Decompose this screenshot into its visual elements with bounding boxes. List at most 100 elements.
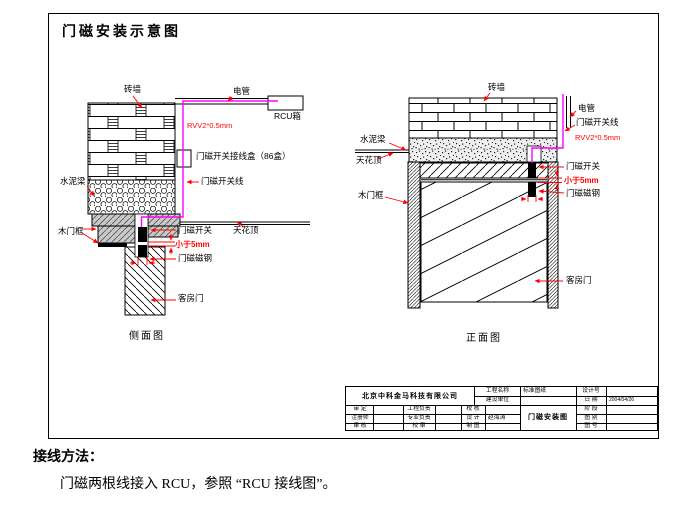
titleblock-stage-label: 阶 段: [584, 405, 598, 412]
notes-body: 门磁两根线接入 RCU，参照 “RCU 接线图”。: [60, 477, 337, 492]
side-concrete-beam: [87, 179, 176, 215]
titleblock-row-label: 工程负责: [407, 405, 431, 412]
front-magnet-block: [528, 182, 536, 197]
label-front-room-door: 客房门: [566, 275, 592, 285]
titleblock-grid-line: [373, 405, 374, 430]
front-wire-notch: [526, 145, 542, 163]
label-front-brick-wall: 砖墙: [488, 82, 506, 92]
title-block: 北京中科金马科技有限公司 工程名称 标准图纸 建设单位 设计号 日 期 2004…: [345, 386, 659, 431]
sheet-border: [48, 13, 659, 439]
label-side-conduit: 电管: [233, 86, 251, 96]
label-front-magnet: 门磁磁钢: [566, 188, 601, 198]
label-front-switch-wire: 门磁开关线: [576, 117, 619, 127]
titleblock-row-value: [436, 405, 460, 414]
titleblock-grid-line: [576, 423, 657, 424]
label-side-brick-wall: 砖墙: [124, 84, 142, 94]
label-side-ceiling: 天花顶: [233, 225, 259, 235]
titleblock-grid-line: [346, 414, 520, 415]
titleblock-client: [521, 396, 575, 405]
front-magnet-wire: [531, 94, 564, 163]
titleblock-row-value: [436, 414, 460, 423]
side-seal-strip: [98, 243, 127, 247]
titleblock-row-value: [436, 423, 460, 430]
titleblock-project-name: 标准图纸: [523, 387, 547, 394]
front-room-door: [420, 181, 548, 303]
titleblock-row-label: 设 计: [466, 414, 480, 421]
titleblock-grid-line: [606, 387, 607, 430]
titleblock-row-value: 赵海涛: [488, 414, 506, 421]
label-front-ceiling: 天花顶: [356, 155, 382, 165]
front-view-caption: 正面图: [466, 333, 502, 344]
titleblock-drawing-title: 门磁安装图: [528, 414, 568, 421]
label-side-junction-box: 门磁开关接线盒（86盒）: [196, 151, 291, 161]
titleblock-grid-line: [576, 414, 657, 415]
front-door-switch: [528, 163, 536, 178]
side-ceiling-line: [180, 221, 310, 225]
side-slab-right: [147, 213, 181, 227]
titleblock-sheet-no: [607, 423, 656, 430]
label-side-door-switch: 门磁开关: [178, 225, 213, 235]
side-frame-right-block: [147, 225, 179, 238]
label-side-door-frame: 木门框: [58, 226, 84, 236]
label-front-wire-spec: RVV2*0.5mm: [575, 133, 621, 142]
titleblock-grid-line: [485, 405, 486, 430]
side-conduit-lines: [175, 98, 268, 105]
side-brick-wall: [87, 102, 176, 181]
side-junction-box: [176, 149, 192, 168]
label-front-door-switch: 门磁开关: [566, 161, 601, 171]
label-front-concrete-beam: 水泥梁: [360, 134, 386, 144]
titleblock-grid-line: [576, 387, 577, 430]
titleblock-row-label: 审 定: [353, 405, 367, 412]
side-view-drawing: [81, 95, 310, 316]
side-rcu-box: [267, 95, 304, 111]
titleblock-row-label: 注册师: [351, 414, 369, 421]
label-side-magnet: 门磁磁钢: [178, 253, 213, 263]
front-lintel-band: [419, 162, 549, 179]
side-annotation-leaders: [81, 95, 245, 303]
titleblock-design-no-label: 设计号: [582, 387, 600, 394]
front-brick-wall: [408, 97, 558, 139]
titleblock-row-value: [486, 423, 519, 430]
titleblock-grid-line: [435, 405, 436, 430]
titleblock-category-label: 图 别: [584, 414, 598, 421]
titleblock-row-label: 专业负责: [407, 414, 431, 421]
titleblock-row-label: 校 审: [412, 422, 426, 429]
titleblock-row-value: [374, 414, 402, 423]
page-title: 门磁安装示意图: [62, 23, 181, 39]
titleblock-row-value: [374, 405, 402, 414]
titleblock-stage: [607, 405, 656, 414]
titleblock-row-value: [486, 405, 519, 414]
titleblock-sheet-no-label: 图 号: [584, 422, 598, 429]
titleblock-grid-line: [346, 423, 520, 424]
front-annotation-leaders: [377, 92, 577, 284]
front-conduit-lines: [566, 96, 571, 128]
side-door-frame-block: [97, 225, 136, 244]
label-side-switch-wire: 门磁开关线: [201, 176, 244, 186]
titleblock-grid-line: [474, 387, 475, 405]
front-view-drawing: [355, 92, 577, 309]
titleblock-row-label: 制 图: [466, 422, 480, 429]
front-ceiling-line: [355, 149, 409, 153]
titleblock-date-label: 日 期: [584, 396, 598, 403]
titleblock-project-name-label: 工程名称: [485, 387, 510, 394]
titleblock-grid-line: [461, 405, 462, 430]
titleblock-design-no: [607, 387, 656, 396]
titleblock-company: 北京中科金马科技有限公司: [362, 392, 458, 400]
side-door-switch: [138, 227, 147, 242]
label-side-rcu-box: RCU箱: [274, 111, 301, 121]
titleblock-date: 2004/04/26: [609, 397, 635, 403]
label-side-gap-note: 小于5mm: [175, 240, 210, 249]
label-front-gap-note: 小于5mm: [564, 176, 599, 185]
side-magnet-block: [138, 245, 147, 257]
titleblock-client-label: 建设单位: [485, 396, 510, 403]
label-front-door-frame: 木门框: [358, 190, 384, 200]
front-door-frame-left: [407, 161, 421, 309]
front-door-frame-right: [547, 161, 559, 309]
titleblock-grid-line: [520, 387, 521, 430]
label-side-wire-spec: RVV2*0.5mm: [187, 121, 233, 130]
side-magnet-wire: [140, 100, 278, 227]
label-front-conduit: 电管: [578, 103, 596, 113]
notes-heading: 接线方法：: [33, 450, 103, 465]
side-view-caption: 侧面图: [129, 331, 165, 342]
